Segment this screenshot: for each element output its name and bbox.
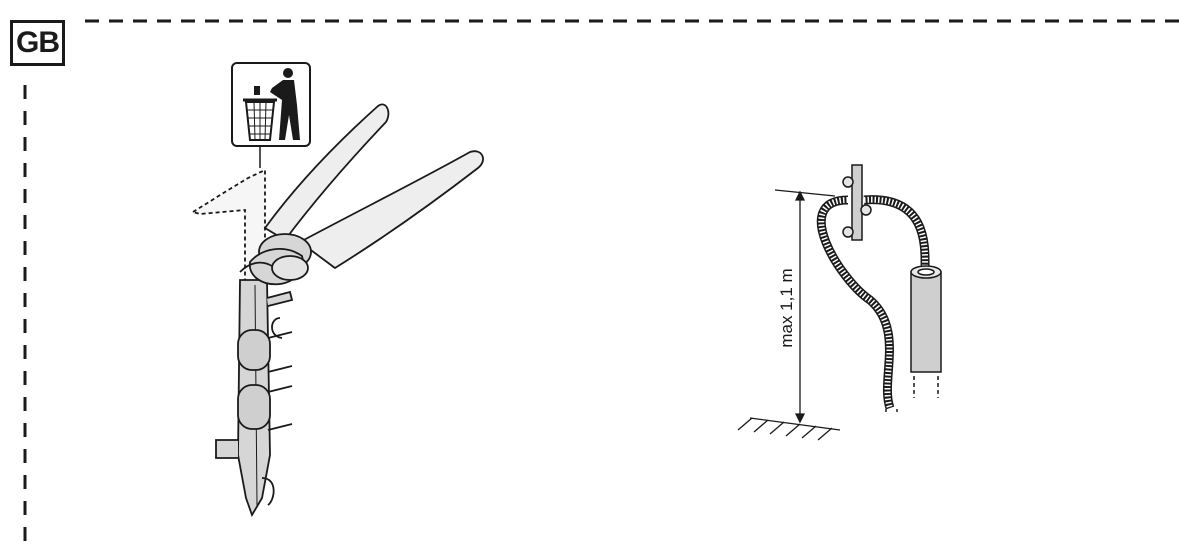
language-badge: GB: [10, 20, 65, 66]
waste-bin-disposal-icon: [231, 62, 311, 168]
pliers: [239, 103, 484, 286]
height-dimension: [737, 189, 841, 441]
cable-clip-cut: [190, 168, 294, 518]
height-limit-label: max 1,1 m: [777, 268, 796, 347]
dashed-border: [23, 19, 1179, 550]
cable-routing-diagram: [816, 164, 942, 412]
language-code: GB: [16, 26, 60, 59]
